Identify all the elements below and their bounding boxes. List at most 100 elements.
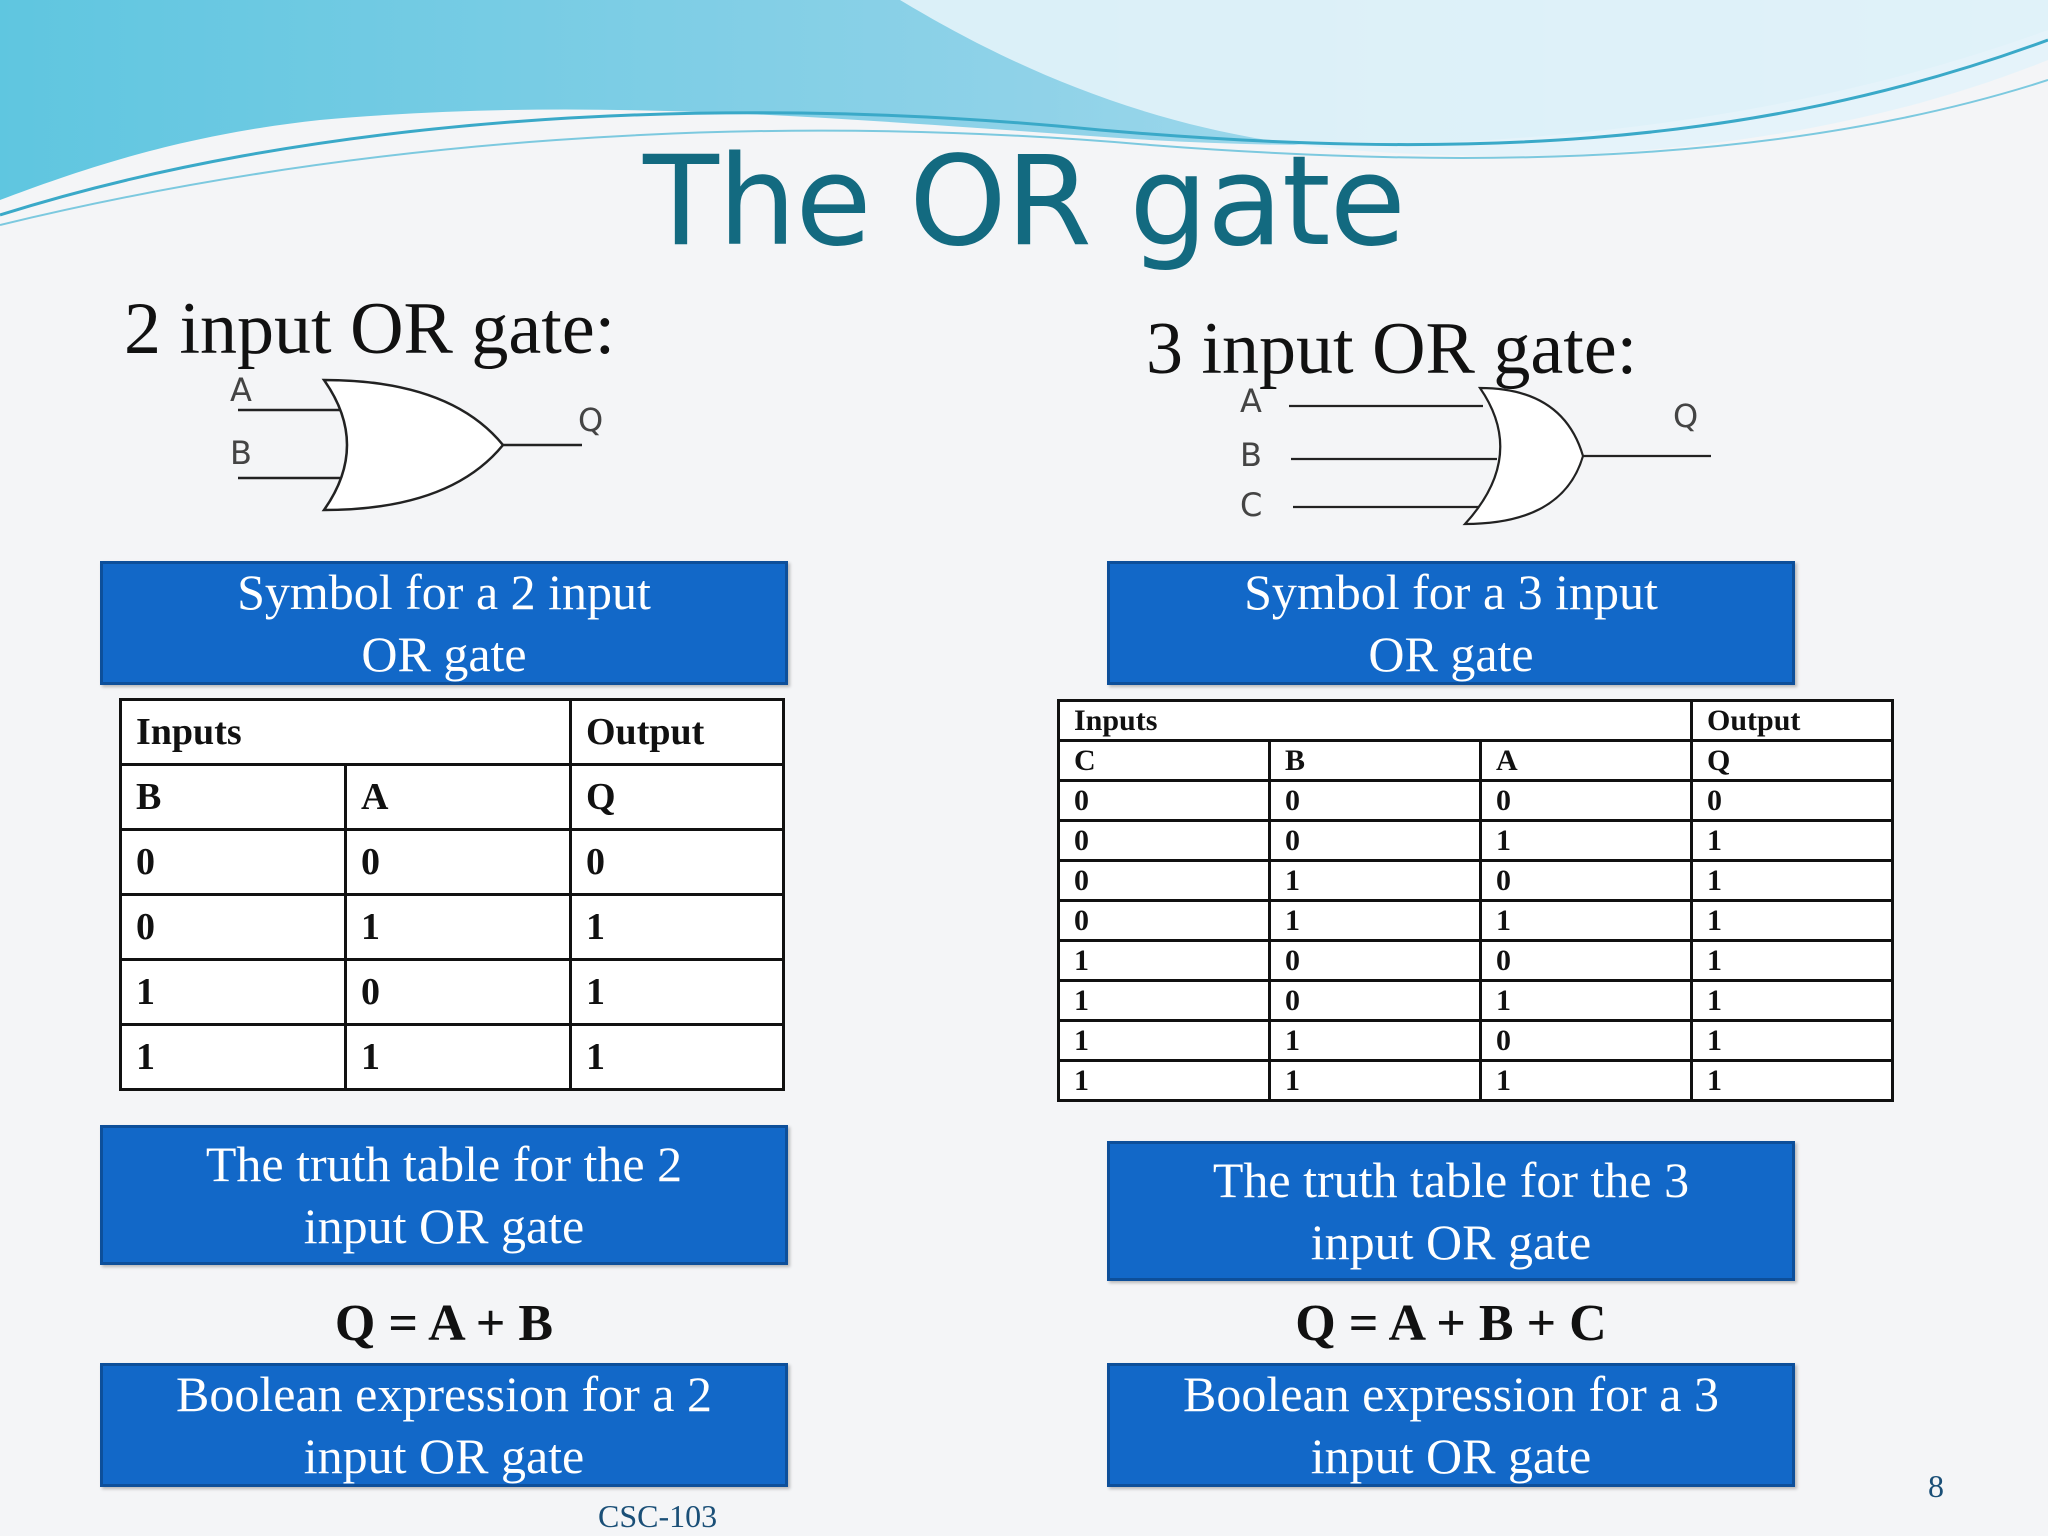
table-row: 0 0 0 bbox=[119, 828, 785, 896]
cell-b: 1 bbox=[1268, 899, 1482, 942]
two-input-expression-caption: Boolean expression for a 2 input OR gate bbox=[100, 1363, 788, 1487]
cell-b: 0 bbox=[1268, 819, 1482, 862]
cell-c: 0 bbox=[1057, 859, 1271, 902]
footer-course-code: CSC-103 bbox=[598, 1498, 718, 1534]
header-output: Output bbox=[1690, 699, 1894, 742]
cell-a: 1 bbox=[344, 1023, 572, 1091]
cell-b: 0 bbox=[1268, 979, 1482, 1022]
two-input-or-gate-symbol: A B Q bbox=[230, 371, 603, 512]
table-row: 0 1 1 bbox=[119, 893, 785, 961]
three-input-expression: Q = A + B + C bbox=[1295, 1295, 1607, 1352]
two-input-symbol-caption: Symbol for a 2 input OR gate bbox=[100, 561, 788, 685]
three-input-table-caption-text: The truth table for the 3 input OR gate bbox=[1212, 1152, 1690, 1270]
two-input-table-caption: The truth table for the 2 input OR gate bbox=[100, 1125, 788, 1265]
cell-b: 0 bbox=[1268, 939, 1482, 982]
three-input-heading: 3 input OR gate: bbox=[1146, 308, 1638, 390]
gate-label-b: B bbox=[230, 434, 252, 472]
col-a: A bbox=[344, 763, 572, 831]
cell-b: 0 bbox=[119, 893, 347, 961]
cell-b: 1 bbox=[1268, 859, 1482, 902]
cell-a: 0 bbox=[344, 958, 572, 1026]
cell-q: 1 bbox=[1690, 1019, 1894, 1062]
cell-a: 0 bbox=[1479, 939, 1693, 982]
header-inputs: Inputs bbox=[119, 698, 572, 766]
table-row: Inputs Output bbox=[119, 698, 785, 766]
gate-label-q: Q bbox=[1673, 397, 1698, 435]
cell-a: 1 bbox=[1479, 899, 1693, 942]
cell-q: 1 bbox=[1690, 899, 1894, 942]
cell-a: 1 bbox=[1479, 1059, 1693, 1102]
cell-q: 1 bbox=[569, 893, 785, 961]
cell-c: 0 bbox=[1057, 779, 1271, 822]
three-input-symbol-caption: Symbol for a 3 input OR gate bbox=[1107, 561, 1795, 685]
two-input-truth-table: Inputs Output B A Q 0 0 0 0 1 1 1 0 1 1 … bbox=[119, 698, 785, 1091]
cell-q: 0 bbox=[1690, 779, 1894, 822]
cell-b: 0 bbox=[1268, 779, 1482, 822]
col-c: C bbox=[1057, 739, 1271, 782]
cell-b: 0 bbox=[119, 828, 347, 896]
cell-c: 0 bbox=[1057, 819, 1271, 862]
cell-q: 1 bbox=[569, 958, 785, 1026]
cell-q: 1 bbox=[1690, 979, 1894, 1022]
gate-label-c: C bbox=[1240, 486, 1262, 524]
header-output: Output bbox=[569, 698, 785, 766]
cell-a: 1 bbox=[344, 893, 572, 961]
two-input-heading: 2 input OR gate: bbox=[124, 288, 616, 370]
table-row: 1 0 1 bbox=[119, 958, 785, 1026]
cell-a: 0 bbox=[1479, 1019, 1693, 1062]
cell-a: 0 bbox=[344, 828, 572, 896]
cell-a: 0 bbox=[1479, 859, 1693, 902]
gate-label-a: A bbox=[1240, 382, 1262, 420]
cell-c: 0 bbox=[1057, 899, 1271, 942]
cell-a: 1 bbox=[1479, 819, 1693, 862]
header-wave-decoration bbox=[0, 0, 2048, 226]
cell-b: 1 bbox=[1268, 1059, 1482, 1102]
gate-label-b: B bbox=[1240, 436, 1262, 474]
col-b: B bbox=[1268, 739, 1482, 782]
three-input-symbol-caption-text: Symbol for a 3 input OR gate bbox=[1244, 564, 1658, 682]
table-row: Inputs Output bbox=[1057, 699, 1894, 742]
cell-a: 1 bbox=[1479, 979, 1693, 1022]
cell-q: 1 bbox=[1690, 859, 1894, 902]
three-input-expression-caption-text: Boolean expression for a 3 input OR gate bbox=[1183, 1366, 1719, 1484]
cell-b: 1 bbox=[1268, 1019, 1482, 1062]
cell-q: 1 bbox=[1690, 1059, 1894, 1102]
cell-q: 0 bbox=[569, 828, 785, 896]
two-input-expression: Q = A + B bbox=[334, 1295, 554, 1352]
cell-q: 1 bbox=[1690, 819, 1894, 862]
three-input-or-gate-symbol: A B C Q bbox=[1240, 382, 1711, 526]
three-input-expression-caption: Boolean expression for a 3 input OR gate bbox=[1107, 1363, 1795, 1487]
table-row: C B A Q bbox=[1057, 739, 1894, 782]
cell-c: 1 bbox=[1057, 939, 1271, 982]
two-input-table-caption-text: The truth table for the 2 input OR gate bbox=[205, 1136, 683, 1254]
col-q: Q bbox=[569, 763, 785, 831]
cell-q: 1 bbox=[569, 1023, 785, 1091]
two-input-expression-caption-text: Boolean expression for a 2 input OR gate bbox=[176, 1366, 712, 1484]
col-q: Q bbox=[1690, 739, 1894, 782]
cell-c: 1 bbox=[1057, 979, 1271, 1022]
cell-c: 1 bbox=[1057, 1019, 1271, 1062]
cell-b: 1 bbox=[119, 958, 347, 1026]
two-input-symbol-caption-text: Symbol for a 2 input OR gate bbox=[237, 564, 651, 682]
header-inputs: Inputs bbox=[1057, 699, 1693, 742]
slide-title: The OR gate bbox=[643, 130, 1406, 274]
gate-label-q: Q bbox=[578, 401, 603, 439]
three-input-table-caption: The truth table for the 3 input OR gate bbox=[1107, 1141, 1795, 1281]
col-a: A bbox=[1479, 739, 1693, 782]
page-number: 8 bbox=[1928, 1468, 1944, 1504]
gate-label-a: A bbox=[230, 371, 252, 409]
col-b: B bbox=[119, 763, 347, 831]
cell-q: 1 bbox=[1690, 939, 1894, 982]
cell-a: 0 bbox=[1479, 779, 1693, 822]
cell-c: 1 bbox=[1057, 1059, 1271, 1102]
